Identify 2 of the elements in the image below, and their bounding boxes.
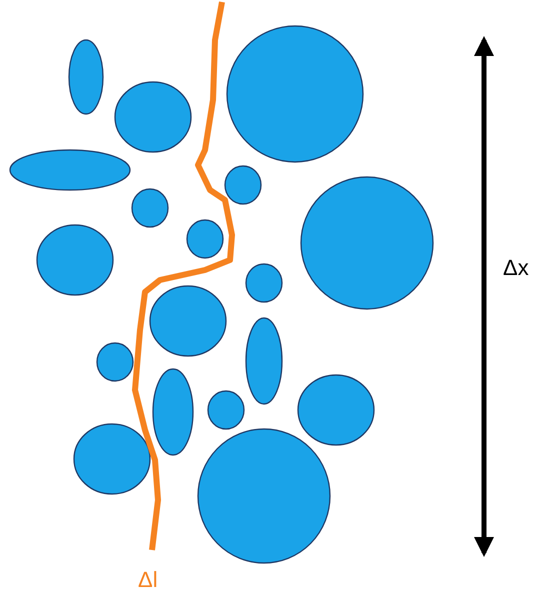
dimension-label: Δx <box>503 256 529 280</box>
path-length-label: Δl <box>138 568 158 592</box>
